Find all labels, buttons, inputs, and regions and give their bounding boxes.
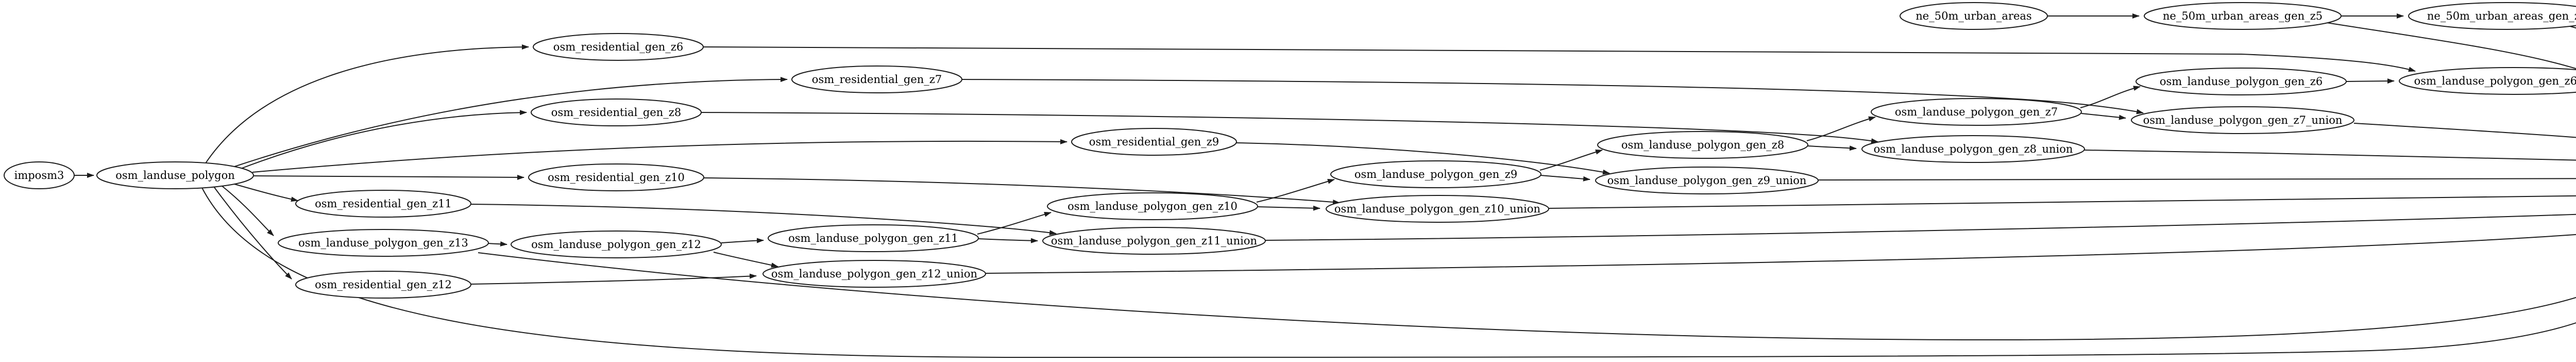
edge-osm-landuse-polygon-to-osm-residential-gen-z10 bbox=[253, 174, 524, 180]
node-label: imposm3 bbox=[14, 169, 64, 182]
node-osm-landuse-polygon-gen-z7-union: osm_landuse_polygon_gen_z7_union bbox=[2131, 106, 2354, 134]
edge-gen-z10-to-gen-z10-union bbox=[1257, 205, 1320, 211]
edge-ne-50m-urban-areas-gen-z5-to-layer-landuse-z5 bbox=[2326, 22, 2576, 70]
edge-osm-landuse-polygon-to-layer-landuse-z14plus bbox=[201, 187, 2576, 358]
node-osm-residential-gen-z12: osm_residential_gen_z12 bbox=[295, 271, 471, 299]
node-osm-landuse-polygon-gen-z10: osm_landuse_polygon_gen_z10 bbox=[1047, 192, 1258, 220]
node-osm-residential-gen-z11: osm_residential_gen_z11 bbox=[295, 190, 471, 218]
edge-gen-z10-to-gen-z9 bbox=[1256, 178, 1335, 203]
node-label: osm_residential_gen_z10 bbox=[548, 171, 685, 184]
node-osm-residential-gen-z7: osm_residential_gen_z7 bbox=[791, 65, 962, 93]
edge-gen-z7-to-gen-z7-union bbox=[2081, 113, 2126, 120]
edge-osm-landuse-polygon-to-osm-residential-gen-z8 bbox=[238, 110, 527, 170]
edge-gen-z13-to-layer-landuse-z13 bbox=[478, 252, 2576, 341]
node-osm-residential-gen-z9: osm_residential_gen_z9 bbox=[1071, 128, 1237, 156]
node-osm-residential-gen-z8: osm_residential_gen_z8 bbox=[531, 98, 702, 126]
edge-osm-landuse-polygon-to-osm-residential-gen-z9 bbox=[252, 139, 1067, 173]
edge-gen-z12-to-gen-z12-union bbox=[713, 252, 778, 268]
edge-gen-z9-union-to-layer-landuse-z9 bbox=[1818, 178, 2576, 180]
node-label: osm_landuse_polygon_gen_z11_union bbox=[1051, 235, 1257, 247]
node-osm-residential-gen-z6: osm_residential_gen_z6 bbox=[533, 33, 704, 61]
node-osm-landuse-polygon-gen-z6: osm_landuse_polygon_gen_z6 bbox=[2136, 68, 2347, 95]
node-label: osm_landuse_polygon_gen_z11 bbox=[788, 232, 958, 244]
edge-gen-z9-to-gen-z9-union bbox=[1540, 175, 1590, 182]
node-label: osm_landuse_polygon_gen_z6 bbox=[2160, 75, 2323, 88]
edge-gen-z12-union-to-layer-landuse-z12 bbox=[985, 234, 2576, 274]
edge-gen-z11-union-to-layer-landuse-z11 bbox=[1265, 213, 2576, 241]
edge-gen-z11-to-gen-z11-union bbox=[978, 238, 1038, 243]
edge-osm-residential-gen-z6-to-gen-z6-union bbox=[703, 46, 2416, 72]
edge-osm-residential-gen-z9-to-gen-z9-union bbox=[1236, 142, 1610, 175]
edge-osm-landuse-polygon-to-osm-residential-gen-z12 bbox=[213, 186, 292, 279]
edge-osm-landuse-polygon-to-osm-residential-gen-z6 bbox=[205, 44, 529, 164]
edge-osm-landuse-polygon-to-osm-residential-gen-z7 bbox=[232, 77, 788, 168]
node-osm-landuse-polygon-gen-z13: osm_landuse_polygon_gen_z13 bbox=[278, 229, 489, 257]
node-osm-landuse-polygon-gen-z6-union: osm_landuse_polygon_gen_z6_union bbox=[2399, 67, 2576, 95]
node-label: osm_residential_gen_z9 bbox=[1089, 136, 1219, 148]
node-osm-landuse-polygon-gen-z10-union: osm_landuse_polygon_gen_z10_union bbox=[1326, 195, 1549, 223]
edge-gen-z10-union-to-layer-landuse-z10 bbox=[1548, 195, 2576, 209]
edge-gen-z7-union-to-layer-landuse-z7 bbox=[2353, 123, 2576, 138]
node-label: osm_landuse_polygon_gen_z8_union bbox=[1874, 143, 2073, 155]
edge-gen-z7-to-gen-z6 bbox=[2080, 86, 2141, 108]
edge-gen-z8-to-gen-z7 bbox=[1806, 116, 1876, 141]
edge-osm-residential-gen-z7-to-gen-z7-union bbox=[961, 79, 2144, 114]
node-ne-50m-urban-areas-gen-z4: ne_50m_urban_areas_gen_z4 bbox=[2408, 2, 2576, 30]
node-osm-landuse-polygon: osm_landuse_polygon bbox=[96, 161, 254, 189]
node-osm-landuse-polygon-gen-z12: osm_landuse_polygon_gen_z12 bbox=[511, 231, 722, 258]
node-label: osm_landuse_polygon_gen_z7 bbox=[1895, 106, 2058, 118]
node-osm-residential-gen-z10: osm_residential_gen_z10 bbox=[528, 163, 704, 191]
node-label: osm_landuse_polygon_gen_z9 bbox=[1354, 168, 1517, 180]
edge-osm-landuse-polygon-to-osm-landuse-polygon-gen-z13 bbox=[221, 185, 274, 236]
edge-gen-z8-to-gen-z8-union bbox=[1807, 145, 1857, 151]
edge-osm-residential-gen-z10-to-gen-z10-union bbox=[703, 177, 1340, 205]
node-label: osm_landuse_polygon_gen_z9_union bbox=[1607, 174, 1807, 187]
node-label: ne_50m_urban_areas bbox=[1916, 10, 2031, 22]
node-label: osm_landuse_polygon_gen_z12 bbox=[531, 238, 701, 251]
edge-gen-z9-to-gen-z8 bbox=[1539, 149, 1603, 171]
node-label: osm_residential_gen_z12 bbox=[315, 278, 452, 291]
node-label: osm_residential_gen_z8 bbox=[551, 106, 681, 119]
edge-gen-z11-to-gen-z10 bbox=[977, 211, 1052, 235]
edge-osm-landuse-polygon-to-osm-residential-gen-z11 bbox=[230, 183, 298, 202]
node-osm-landuse-polygon-gen-z9: osm_landuse_polygon_gen_z9 bbox=[1330, 160, 1541, 188]
node-label: osm_residential_gen_z6 bbox=[553, 41, 683, 53]
node-label: osm_landuse_polygon_gen_z7_union bbox=[2143, 114, 2343, 126]
node-label: osm_landuse_polygon_gen_z13 bbox=[298, 237, 468, 249]
node-osm-landuse-polygon-gen-z9-union: osm_landuse_polygon_gen_z9_union bbox=[1595, 167, 1819, 194]
node-label: osm_landuse_polygon_gen_z10_union bbox=[1334, 203, 1540, 215]
node-osm-landuse-polygon-gen-z11-union: osm_landuse_polygon_gen_z11_union bbox=[1042, 227, 1266, 255]
edge-osm-residential-gen-z12-to-gen-z12-union bbox=[470, 273, 757, 285]
node-label: osm_landuse_polygon_gen_z10 bbox=[1067, 200, 1238, 212]
node-label: ne_50m_urban_areas_gen_z4 bbox=[2427, 10, 2576, 22]
edge-gen-z8-union-to-layer-landuse-z8 bbox=[2084, 150, 2576, 160]
node-label: osm_landuse_polygon_gen_z8 bbox=[1621, 139, 1784, 151]
node-label: osm_landuse_polygon_gen_z12_union bbox=[771, 268, 977, 280]
node-label: osm_landuse_polygon_gen_z6_union bbox=[2414, 75, 2576, 87]
node-osm-landuse-polygon-gen-z8-union: osm_landuse_polygon_gen_z8_union bbox=[1861, 135, 2085, 163]
node-label: osm_residential_gen_z11 bbox=[315, 198, 452, 210]
node-osm-landuse-polygon-gen-z11: osm_landuse_polygon_gen_z11 bbox=[768, 224, 979, 252]
node-label: osm_landuse_polygon bbox=[115, 169, 235, 182]
edge-gen-z12-to-gen-z11 bbox=[721, 238, 764, 243]
node-ne-50m-urban-areas: ne_50m_urban_areas bbox=[1900, 2, 2048, 30]
node-ne-50m-urban-areas-gen-z5: ne_50m_urban_areas_gen_z5 bbox=[2144, 2, 2342, 30]
node-imposm3: imposm3 bbox=[4, 161, 75, 189]
edge-osm-residential-gen-z11-to-gen-z11-union bbox=[470, 204, 1057, 236]
node-osm-landuse-polygon-gen-z12-union: osm_landuse_polygon_gen_z12_union bbox=[762, 260, 986, 288]
node-label: osm_residential_gen_z7 bbox=[812, 73, 942, 86]
node-label: ne_50m_urban_areas_gen_z5 bbox=[2163, 10, 2323, 22]
node-osm-landuse-polygon-gen-z7: osm_landuse_polygon_gen_z7 bbox=[1871, 98, 2082, 126]
edge-osm-residential-gen-z8-to-gen-z8-union bbox=[701, 112, 1878, 144]
node-osm-landuse-polygon-gen-z8: osm_landuse_polygon_gen_z8 bbox=[1597, 131, 1808, 159]
edge-gen-z13-to-gen-z12 bbox=[488, 241, 507, 246]
